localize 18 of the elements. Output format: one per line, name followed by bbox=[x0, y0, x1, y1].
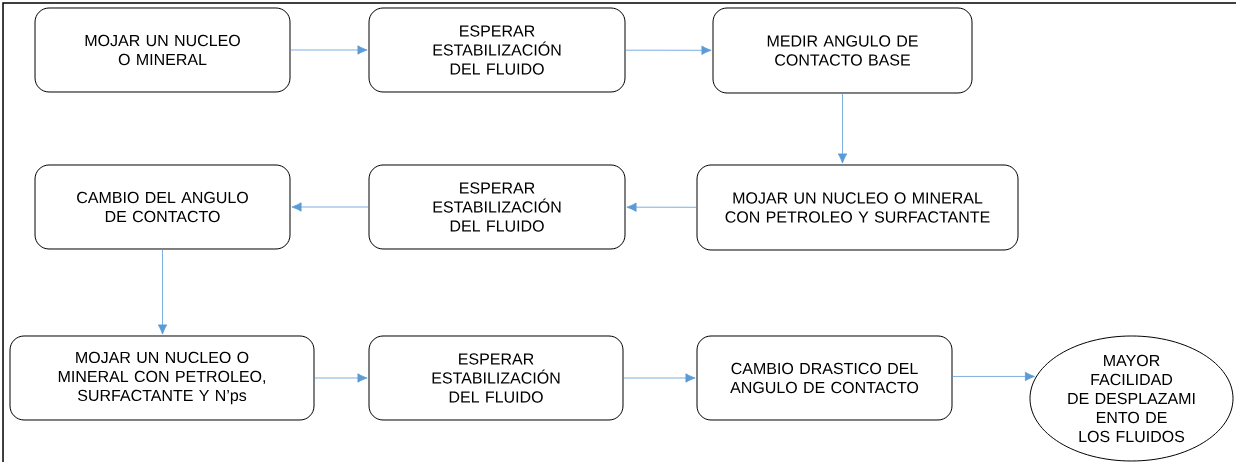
arrow bbox=[623, 373, 696, 383]
process-box: MOJAR UN NUCLEO O MINERAL CON PETROLEO Y SURFACTANTE bbox=[696, 164, 1019, 251]
process-box: ESPERAR ESTABILIZACIÓN DEL FLUIDO bbox=[368, 164, 626, 250]
arrow bbox=[626, 202, 697, 212]
arrow bbox=[157, 249, 168, 335]
arrow bbox=[952, 371, 1035, 382]
process-box: MOJAR UN NUCLEO O MINERAL CON PETROLEO, SURFACTANTE Y N’ps bbox=[9, 335, 315, 421]
process-box: MOJAR UN NUCLEO O MINERAL bbox=[34, 7, 291, 93]
process-box: ESPERAR ESTABILIZACIÓN DEL FLUIDO bbox=[368, 335, 624, 421]
process-box: CAMBIO DRASTICO DEL ANGULO DE CONTACTO bbox=[696, 335, 953, 421]
arrow bbox=[291, 202, 369, 212]
arrow bbox=[290, 45, 368, 55]
arrow bbox=[625, 45, 712, 55]
process-box: CAMBIO DEL ANGULO DE CONTACTO bbox=[34, 164, 291, 250]
arrow bbox=[314, 373, 368, 383]
process-box: ESPERAR ESTABILIZACIÓN DEL FLUIDO bbox=[368, 7, 626, 93]
process-box: MEDIR ANGULO DE CONTACTO BASE bbox=[712, 7, 973, 94]
arrow bbox=[837, 93, 848, 164]
